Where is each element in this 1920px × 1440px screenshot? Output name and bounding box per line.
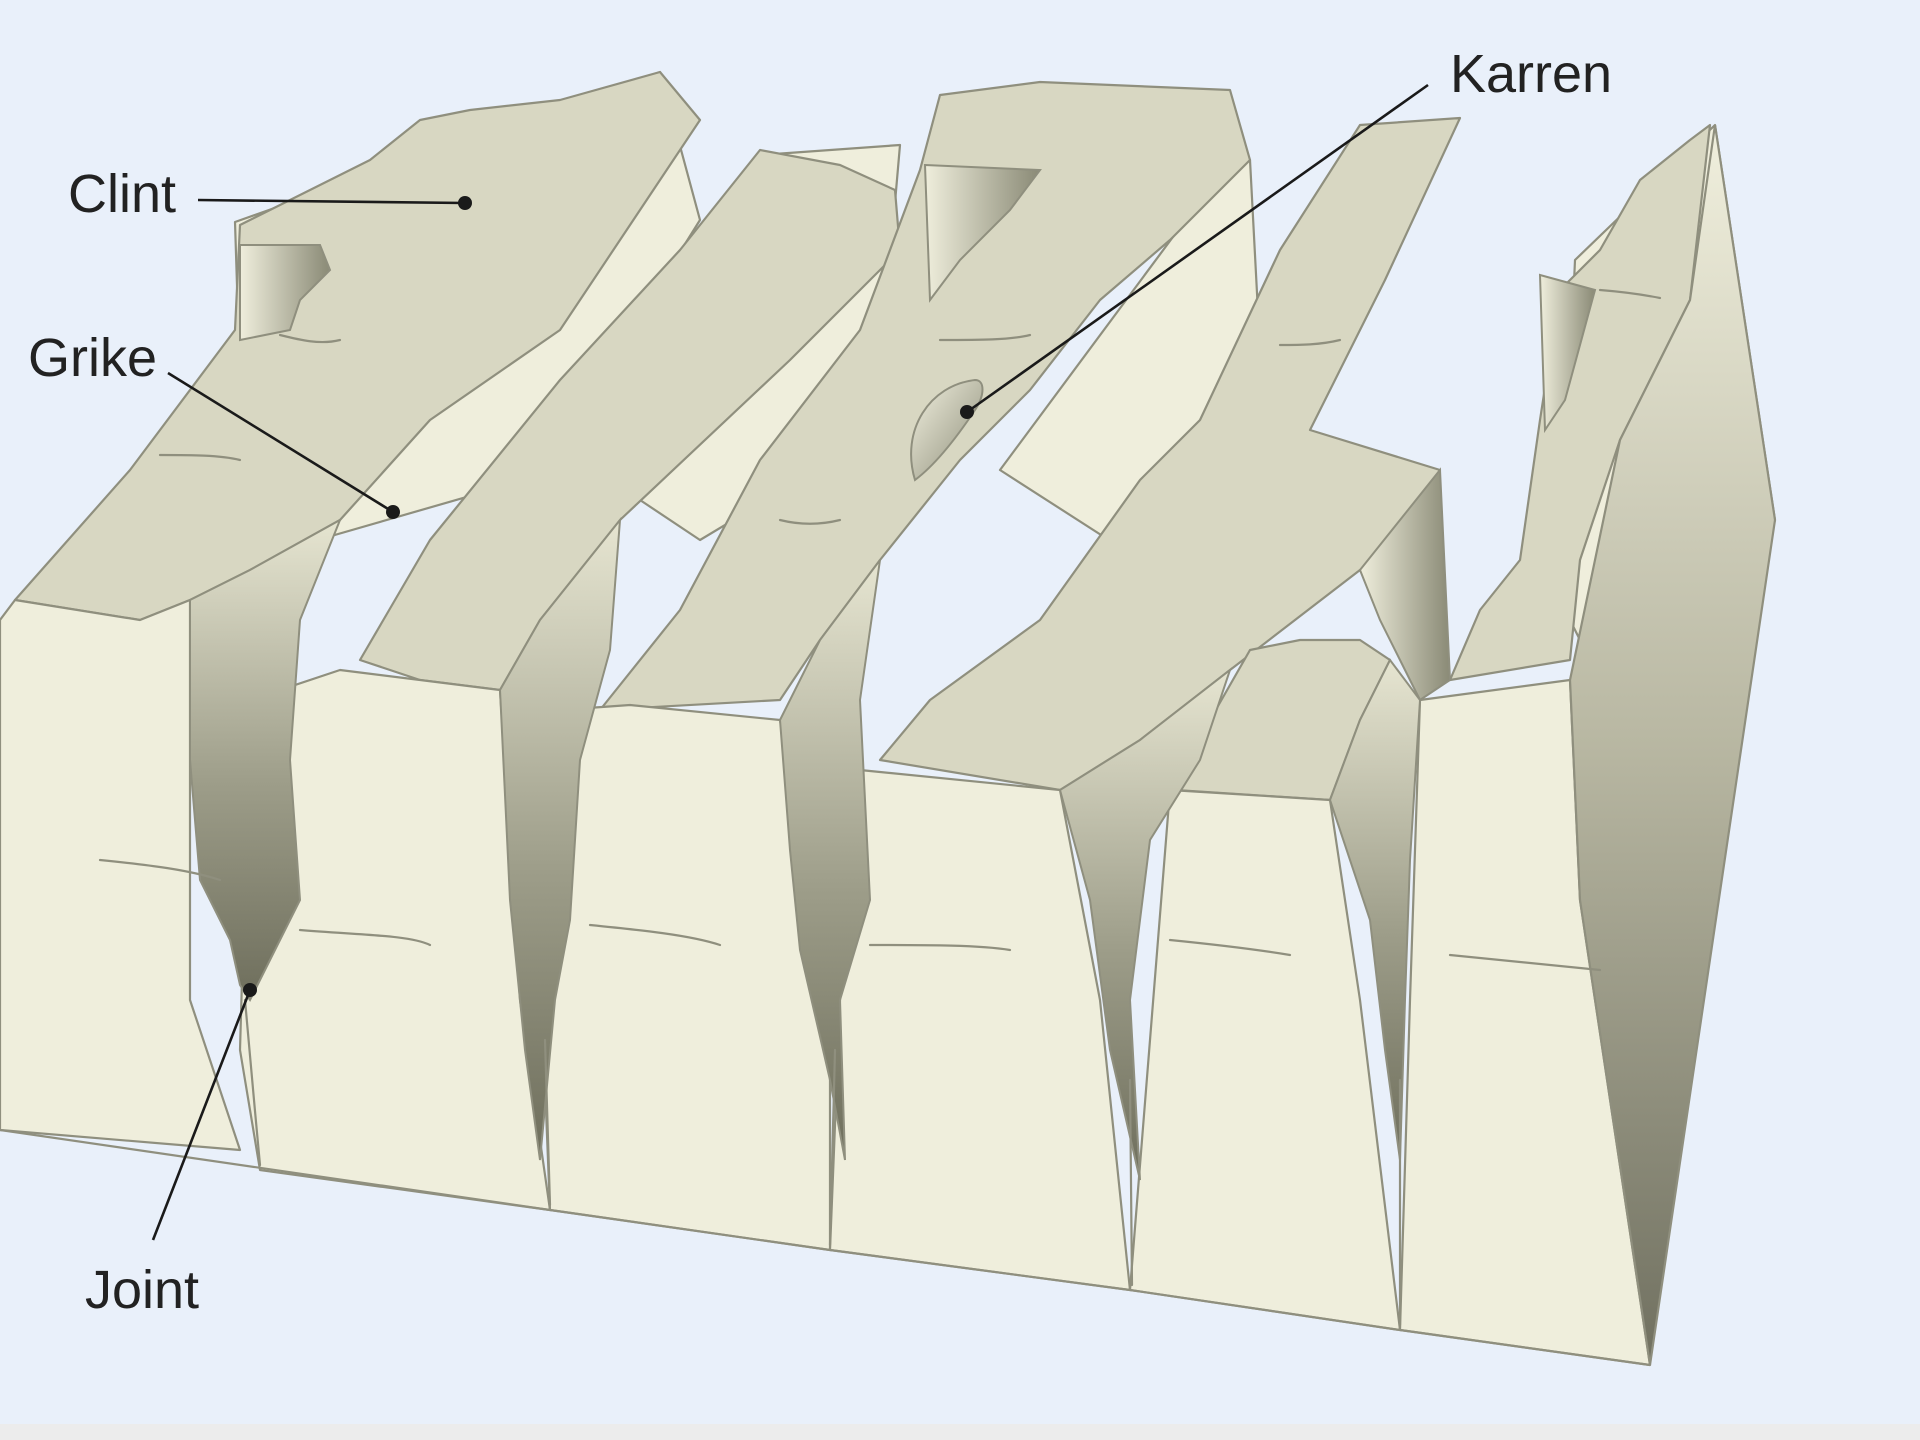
clint-label: Clint xyxy=(68,164,176,224)
joint-label: Joint xyxy=(85,1260,199,1320)
grike-leader-dot xyxy=(386,505,400,519)
clint-leader-dot xyxy=(458,196,472,210)
karren-leader-dot xyxy=(960,405,974,419)
joint-leader-dot xyxy=(243,983,257,997)
bottom-strip xyxy=(0,1424,1920,1440)
grike-label: Grike xyxy=(28,328,157,388)
karren-label: Karren xyxy=(1450,44,1612,104)
